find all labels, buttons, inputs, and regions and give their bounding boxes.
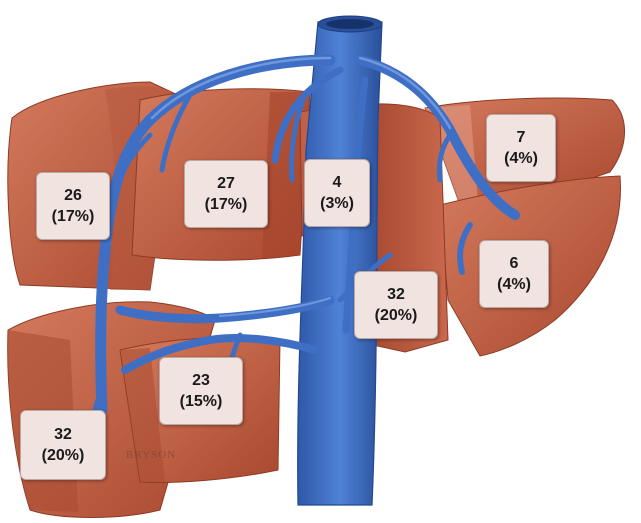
segment-count: 32 <box>21 424 105 445</box>
segment-label-twenty-three: 23 (15%) <box>159 357 243 425</box>
segment-label-twenty-seven: 27 (17%) <box>184 160 268 228</box>
segment-count: 4 <box>305 172 369 193</box>
segment-label-thirty-two-right: 32 (20%) <box>354 271 438 339</box>
segment-percent: (15%) <box>160 391 242 412</box>
segment-label-seven: 7 (4%) <box>486 114 556 182</box>
segment-count: 32 <box>355 284 437 305</box>
artist-signature: BRYSON <box>126 449 176 461</box>
segment-count: 27 <box>185 173 267 194</box>
segment-percent: (4%) <box>480 274 548 295</box>
segment-percent: (4%) <box>487 148 555 169</box>
segment-label-twenty-six: 26 (17%) <box>36 172 110 240</box>
segment-count: 23 <box>160 370 242 391</box>
segment-count: 26 <box>37 185 109 206</box>
segment-count: 6 <box>480 253 548 274</box>
segment-label-thirty-two-left: 32 (20%) <box>20 410 106 480</box>
segment-count: 7 <box>487 127 555 148</box>
segment-percent: (17%) <box>185 194 267 215</box>
segment-label-four: 4 (3%) <box>304 159 370 227</box>
segment-percent: (20%) <box>21 445 105 466</box>
segment-percent: (17%) <box>37 206 109 227</box>
segment-percent: (20%) <box>355 305 437 326</box>
segment-label-six: 6 (4%) <box>479 240 549 308</box>
segment-percent: (3%) <box>305 193 369 214</box>
